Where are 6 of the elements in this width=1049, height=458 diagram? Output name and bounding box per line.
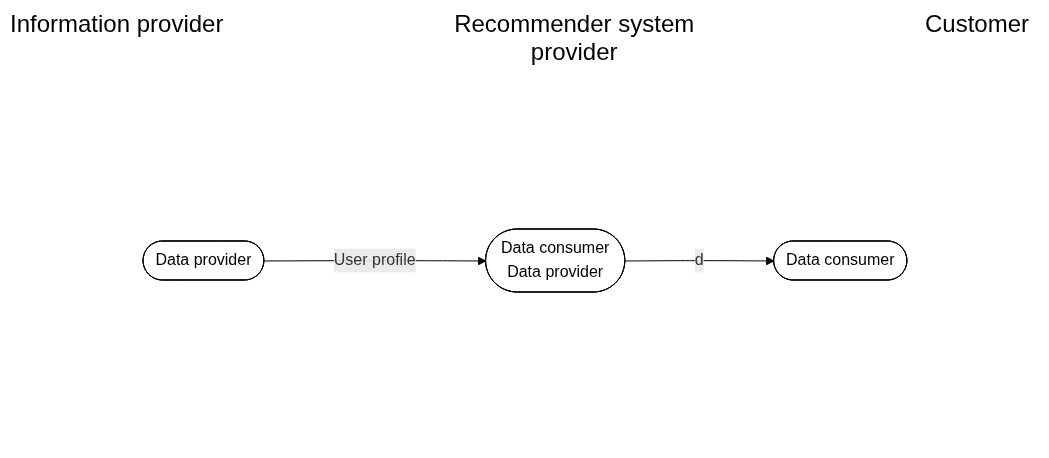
edge-label: User profile	[333, 250, 416, 268]
column-heading: Customer	[924, 10, 1029, 38]
column-heading: Recommender system provider	[453, 10, 696, 66]
arrow	[624, 256, 775, 265]
edge-label: d	[694, 250, 704, 268]
column-heading: Information provider	[10, 10, 224, 38]
